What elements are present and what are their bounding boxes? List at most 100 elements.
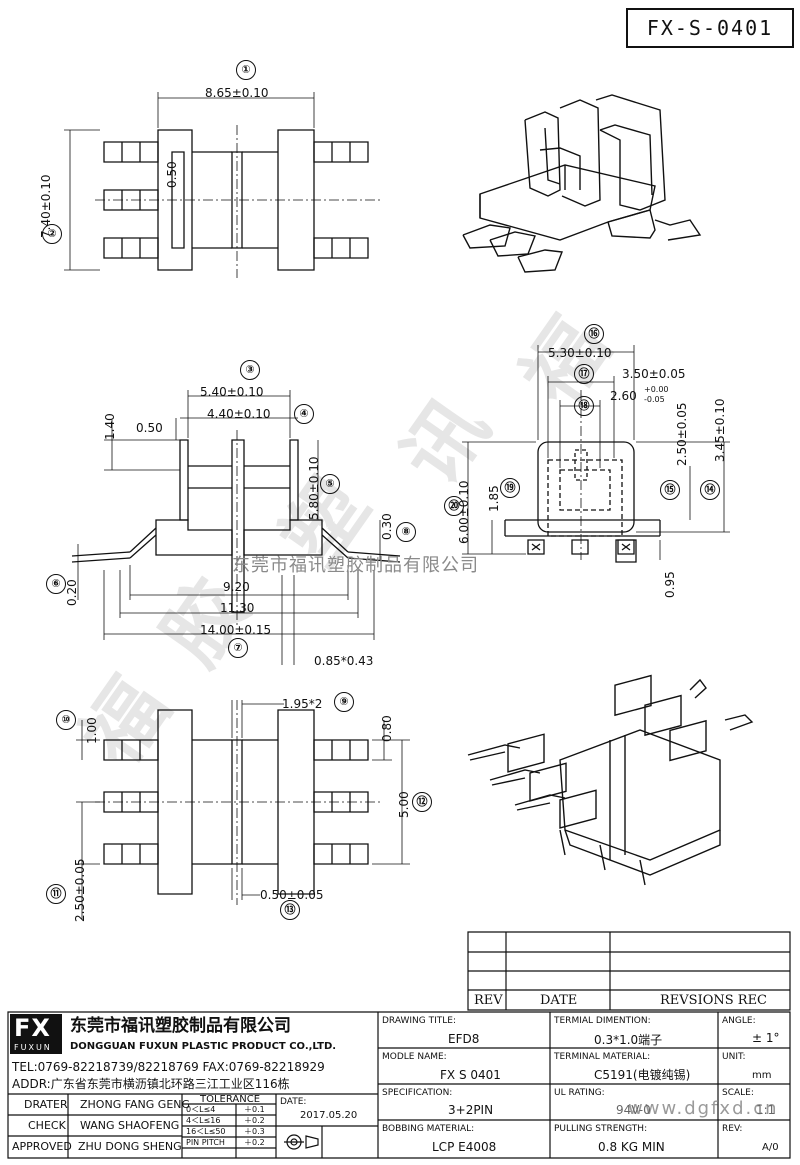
dim-text: 0.80 xyxy=(380,715,394,742)
scale-value: 1:1 xyxy=(756,1103,776,1117)
model-name: FX S 0401 xyxy=(440,1068,501,1082)
terminal-material: C5191(电镀纯锡) xyxy=(594,1068,691,1082)
model-label: MODLE NAME: xyxy=(382,1052,447,1062)
side-view xyxy=(462,345,730,562)
date-header: DATE xyxy=(540,993,578,1008)
ul-rating: 94V-0 xyxy=(616,1103,651,1117)
date-value: 2017.05.20 xyxy=(300,1110,358,1121)
callout-2: ② xyxy=(42,224,62,244)
angle-value: ± 1° xyxy=(752,1031,780,1045)
terminal-dim-label: TERMIAL DIMENTION: xyxy=(554,1016,651,1026)
callout-12: ⑫ xyxy=(412,792,432,812)
dim-text: 1.40 xyxy=(103,413,117,440)
iso-view-top xyxy=(463,95,700,272)
company-tel: TEL:0769-82218739/82218769 FAX:0769-8221… xyxy=(12,1060,325,1074)
callout-5: ⑤ xyxy=(320,474,340,494)
dim-tol-upper: +0.00 xyxy=(644,385,669,394)
callout-16: ⑯ xyxy=(584,324,604,344)
revision-table-lines xyxy=(468,932,790,1010)
tol-range: PIN PITCH xyxy=(186,1138,225,1147)
dim-text: 2.60 xyxy=(610,389,637,403)
drafter-label: DRATER xyxy=(24,1098,68,1111)
callout-6: ⑥ xyxy=(46,574,66,594)
rev-label: REV: xyxy=(722,1124,743,1134)
dim-text: 1.85 xyxy=(487,485,501,512)
company-address: ADDR:广东省东莞市横沥镇北环路三江工业区116栋 xyxy=(12,1077,290,1091)
dim-text: 5.40±0.10 xyxy=(200,385,264,399)
tol-range: 4＜L≤16 xyxy=(186,1116,221,1125)
tol-range: 16＜L≤50 xyxy=(186,1127,226,1136)
dim-text: 5.80±0.10 xyxy=(307,456,321,521)
tol-range: 0＜L≤4 xyxy=(186,1105,216,1114)
dim-text: 0.20 xyxy=(65,579,79,606)
dim-text: 1.00 xyxy=(85,717,99,744)
callout-11: ⑪ xyxy=(46,884,66,904)
tol-value: ＋0.1 xyxy=(244,1105,265,1114)
tol-value: ＋0.3 xyxy=(244,1127,265,1136)
scale-label: SCALE: xyxy=(722,1088,754,1098)
dim-text: 4.40±0.10 xyxy=(207,407,271,421)
dim-text: 0.50 xyxy=(165,161,179,188)
dim-text: 0.50±0.05 xyxy=(260,888,324,902)
company-logo-sub: FUXUN xyxy=(14,1043,52,1052)
unit-value: mm xyxy=(752,1070,772,1081)
angle-label: ANGLE: xyxy=(722,1016,756,1026)
callout-20: ⑳ xyxy=(444,496,464,516)
bottom-view xyxy=(76,700,410,920)
watermark-company: 东莞市福讯塑胶制品有限公司 xyxy=(232,555,479,576)
callout-3: ③ xyxy=(240,360,260,380)
dim-text: 11.30 xyxy=(220,601,255,615)
bobbin-material-label: BOBBING MATERIAL: xyxy=(382,1124,475,1134)
callout-8: ⑧ xyxy=(396,522,416,542)
callout-18: ⑱ xyxy=(574,396,594,416)
dim-text: 9.20 xyxy=(223,580,250,594)
approved-label: APPROVED xyxy=(12,1140,72,1153)
iso-view-bottom xyxy=(468,676,752,885)
revisions-header: REVSIONS REC xyxy=(660,993,768,1008)
check-name: WANG SHAOFENG xyxy=(80,1119,180,1132)
date-label: DATE: xyxy=(280,1097,307,1107)
dim-text: 3.45±0.10 xyxy=(713,398,727,463)
terminal-material-label: TERMINAL MATERIAL: xyxy=(554,1052,651,1062)
callout-1: ① xyxy=(236,60,256,80)
company-name-en: DONGGUAN FUXUN PLASTIC PRODUCT CO.,LTD. xyxy=(70,1041,337,1052)
pulling-strength: 0.8 KG MIN xyxy=(598,1140,665,1154)
dim-text: 0.30 xyxy=(380,513,394,540)
dim-text: 2.50±0.05 xyxy=(73,858,87,923)
company-name-cn: 东莞市福讯塑胶制品有限公司 xyxy=(70,1016,291,1036)
dim-text: 2.50±0.05 xyxy=(675,402,689,467)
logo-box xyxy=(10,1014,62,1054)
spec-value: 3+2PIN xyxy=(448,1103,494,1117)
top-view xyxy=(64,92,380,278)
rev-value: A/0 xyxy=(762,1142,779,1153)
drafter-name: ZHONG FANG GENG xyxy=(80,1098,191,1111)
unit-label: UNIT: xyxy=(722,1052,746,1062)
callout-15: ⑮ xyxy=(660,480,680,500)
dim-text: 0.95 xyxy=(663,571,677,598)
drawing-number: FX-S-0401 xyxy=(626,8,794,48)
ul-rating-label: UL RATING: xyxy=(554,1088,605,1098)
callout-19: ⑲ xyxy=(500,478,520,498)
front-view xyxy=(72,390,400,665)
spec-label: SPECIFICATION: xyxy=(382,1088,453,1098)
dim-tol-lower: -0.05 xyxy=(644,395,665,404)
callout-9: ⑨ xyxy=(334,692,354,712)
dim-text: 14.00±0.15 xyxy=(200,623,272,637)
dim-text: 0.85*0.43 xyxy=(314,654,374,668)
callout-10: ⑩ xyxy=(56,710,76,730)
approved-name: ZHU DONG SHENG xyxy=(78,1140,182,1153)
dim-text: 5.00 xyxy=(397,791,411,818)
callout-7: ⑦ xyxy=(228,638,248,658)
drawing-title-label: DRAWING TITLE: xyxy=(382,1016,456,1026)
terminal-dim: 0.3*1.0端子 xyxy=(594,1033,663,1047)
dim-text: 5.30±0.10 xyxy=(548,346,612,360)
dim-text: 1.95*2 xyxy=(282,697,323,711)
callout-13: ⑬ xyxy=(280,900,300,920)
company-logo: FX xyxy=(14,1014,51,1042)
dim-text: 8.65±0.10 xyxy=(205,86,269,100)
title-block-lines xyxy=(8,1012,790,1158)
tolerance-title: TOLERANCE xyxy=(200,1094,261,1105)
pulling-strength-label: PULLING STRENGTH: xyxy=(554,1124,648,1134)
